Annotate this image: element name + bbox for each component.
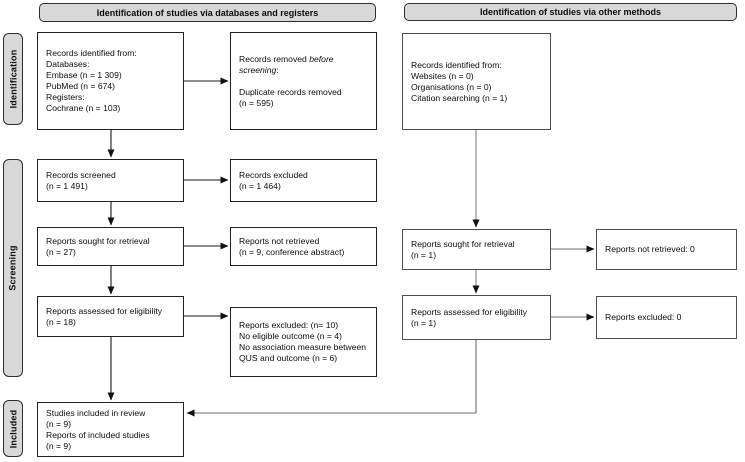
header-other-methods: Identification of studies via other meth… — [404, 3, 737, 21]
box-studies-included: Studies included in review(n = 9)Reports… — [37, 402, 184, 457]
stage-label-identification: Identification — [3, 33, 23, 125]
stage-label-included-text: Included — [8, 409, 19, 448]
stage-label-screening-text: Screening — [8, 245, 19, 291]
box-reports-assessed-databases: Reports assessed for eligibility(n = 18) — [37, 296, 184, 337]
box-records-identified-other: Records identified from:Websites (n = 0)… — [402, 33, 551, 130]
box-reports-sought-databases: Reports sought for retrieval(n = 27) — [37, 227, 184, 266]
stage-label-included: Included — [3, 400, 23, 457]
box-reports-sought-other: Reports sought for retrieval(n = 1) — [402, 229, 551, 270]
box-reports-assessed-other: Reports assessed for eligibility(n = 1) — [402, 295, 551, 340]
box-reports-not-retrieved-other: Reports not retrieved: 0 — [596, 229, 737, 270]
stage-label-identification-text: Identification — [8, 49, 18, 109]
box-records-identified-databases: Records identified from:Databases:Embase… — [37, 32, 184, 130]
box-records-screened: Records screened(n = 1 491) — [37, 159, 184, 202]
stage-label-screening: Screening — [3, 159, 23, 377]
header-databases-registers: Identification of studies via databases … — [39, 3, 376, 22]
box-records-excluded: Records excluded(n = 1 464) — [230, 159, 377, 202]
box-reports-excluded-other: Reports excluded: 0 — [596, 296, 737, 339]
box-reports-excluded-databases: Reports excluded: (n= 10)No eligible out… — [230, 307, 377, 377]
box-reports-not-retrieved-databases: Reports not retrieved(n = 9, conference … — [230, 227, 377, 266]
